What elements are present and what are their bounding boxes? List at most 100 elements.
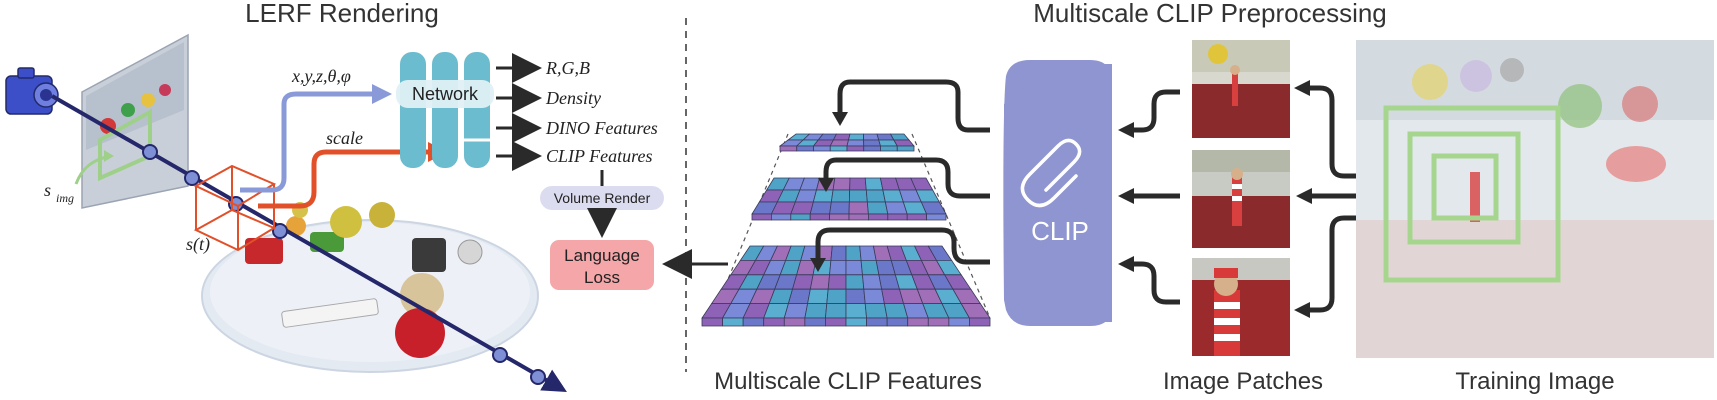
feature-cell-edge bbox=[701, 317, 723, 327]
feature-cell-edge bbox=[906, 213, 927, 221]
language-loss-line2: Loss bbox=[584, 268, 620, 287]
feature-cell-edge bbox=[809, 213, 830, 221]
feature-cell-edge bbox=[751, 213, 772, 221]
ray-sample-point bbox=[492, 347, 508, 363]
feature-cell bbox=[830, 189, 851, 203]
feature-cell bbox=[848, 201, 869, 215]
volume-render-pill bbox=[540, 186, 664, 210]
camera-icon bbox=[5, 67, 59, 115]
toy-yellow bbox=[330, 206, 362, 238]
camera-ray bbox=[51, 94, 567, 392]
feature-cell-edge bbox=[779, 145, 798, 152]
feature-grid-large bbox=[701, 245, 991, 327]
feature-cell-edge bbox=[722, 317, 744, 327]
feature-cell bbox=[849, 177, 867, 191]
feature-cell bbox=[862, 274, 883, 290]
feature-cell-edge bbox=[896, 145, 915, 152]
feature-cell bbox=[791, 274, 814, 290]
feature-cell bbox=[807, 288, 829, 305]
feature-cell-edge bbox=[863, 145, 881, 152]
feature-cell-edge bbox=[868, 213, 889, 221]
tomato bbox=[395, 308, 445, 358]
feature-cell-edge bbox=[907, 317, 929, 327]
preprocessing-title: Multiscale CLIP Preprocessing bbox=[1033, 0, 1387, 28]
training-image-label: Training Image bbox=[1455, 368, 1614, 395]
feature-cell-edge bbox=[829, 213, 850, 221]
feature-cell bbox=[783, 303, 809, 319]
feature-cell bbox=[863, 139, 882, 147]
svg-text:img: img bbox=[56, 191, 74, 205]
image-patches-label: Image Patches bbox=[1163, 368, 1323, 395]
feature-pyramid bbox=[701, 133, 991, 327]
toy-chair bbox=[245, 238, 283, 264]
image-patch-large bbox=[1192, 258, 1290, 356]
feature-cell-edge bbox=[804, 317, 826, 327]
output-dino: DINO Features bbox=[545, 118, 658, 138]
feature-cell bbox=[829, 259, 847, 276]
feature-cell bbox=[830, 245, 847, 261]
feature-cell-edge bbox=[969, 317, 991, 327]
paperclip-icon bbox=[1020, 138, 1082, 208]
feature-cell bbox=[826, 288, 847, 305]
feature-grid-small bbox=[778, 133, 915, 152]
feature-cell-edge bbox=[829, 145, 848, 152]
feature-cell bbox=[829, 201, 850, 215]
feature-cell bbox=[804, 303, 828, 319]
toy-camera-object bbox=[412, 238, 446, 272]
feature-cell-edge bbox=[886, 317, 909, 327]
feature-cell bbox=[889, 133, 910, 141]
feature-cell bbox=[863, 133, 880, 141]
feature-cell bbox=[832, 133, 851, 141]
language-loss-line1: Language bbox=[564, 246, 640, 265]
feature-cell bbox=[845, 259, 863, 276]
feature-cell-edge bbox=[845, 317, 867, 327]
feature-cell-edge bbox=[887, 213, 908, 221]
s-t-label: s(t) bbox=[186, 234, 210, 255]
training-crop-medium bbox=[1407, 131, 1521, 245]
training-image bbox=[1356, 40, 1714, 358]
training-crop-large bbox=[1383, 105, 1561, 283]
s-img-label: s img bbox=[44, 150, 114, 205]
feature-cell-edge bbox=[866, 317, 888, 327]
scale-arrow bbox=[258, 149, 434, 209]
output-clip: CLIP Features bbox=[546, 146, 653, 166]
feature-cell bbox=[848, 189, 868, 203]
feature-grid-medium bbox=[751, 177, 947, 221]
feature-cell bbox=[832, 177, 851, 191]
clip-to-grid-arrows bbox=[815, 79, 990, 265]
feature-cell bbox=[866, 201, 889, 215]
ray-sample-point bbox=[184, 170, 200, 186]
feature-cell bbox=[829, 139, 850, 147]
feature-cell-edge bbox=[763, 317, 785, 327]
feature-cell bbox=[847, 133, 865, 141]
paper-bar bbox=[281, 298, 379, 328]
output-rgb: R,G,B bbox=[545, 58, 590, 78]
training-crop-small bbox=[1431, 153, 1499, 221]
feature-cell bbox=[787, 288, 811, 305]
feature-cell bbox=[846, 139, 865, 147]
output-density: Density bbox=[545, 88, 601, 108]
scene-illustration bbox=[201, 202, 539, 373]
feature-cell-edge bbox=[880, 145, 898, 152]
pose-arrow bbox=[240, 91, 378, 193]
network-block: Network bbox=[396, 52, 494, 168]
feature-cell bbox=[809, 274, 830, 290]
feature-cell bbox=[824, 303, 847, 319]
feature-cell bbox=[893, 139, 915, 147]
feature-cell bbox=[864, 177, 884, 191]
feature-cell bbox=[863, 288, 885, 305]
network-label: Network bbox=[412, 84, 479, 104]
feature-cell bbox=[845, 303, 868, 319]
lerf-rendering-title: LERF Rendering bbox=[245, 0, 439, 28]
feature-cell bbox=[845, 274, 865, 290]
feature-cell-edge bbox=[825, 317, 847, 327]
feature-cell-edge bbox=[948, 317, 970, 327]
svg-text:s: s bbox=[44, 180, 51, 200]
feature-cell bbox=[827, 274, 847, 290]
ray-sample-point bbox=[142, 144, 158, 160]
feature-cell-edge bbox=[813, 145, 831, 152]
feature-cell bbox=[809, 201, 832, 215]
scale-label: scale bbox=[326, 128, 363, 148]
ray-sample-point bbox=[272, 223, 288, 239]
